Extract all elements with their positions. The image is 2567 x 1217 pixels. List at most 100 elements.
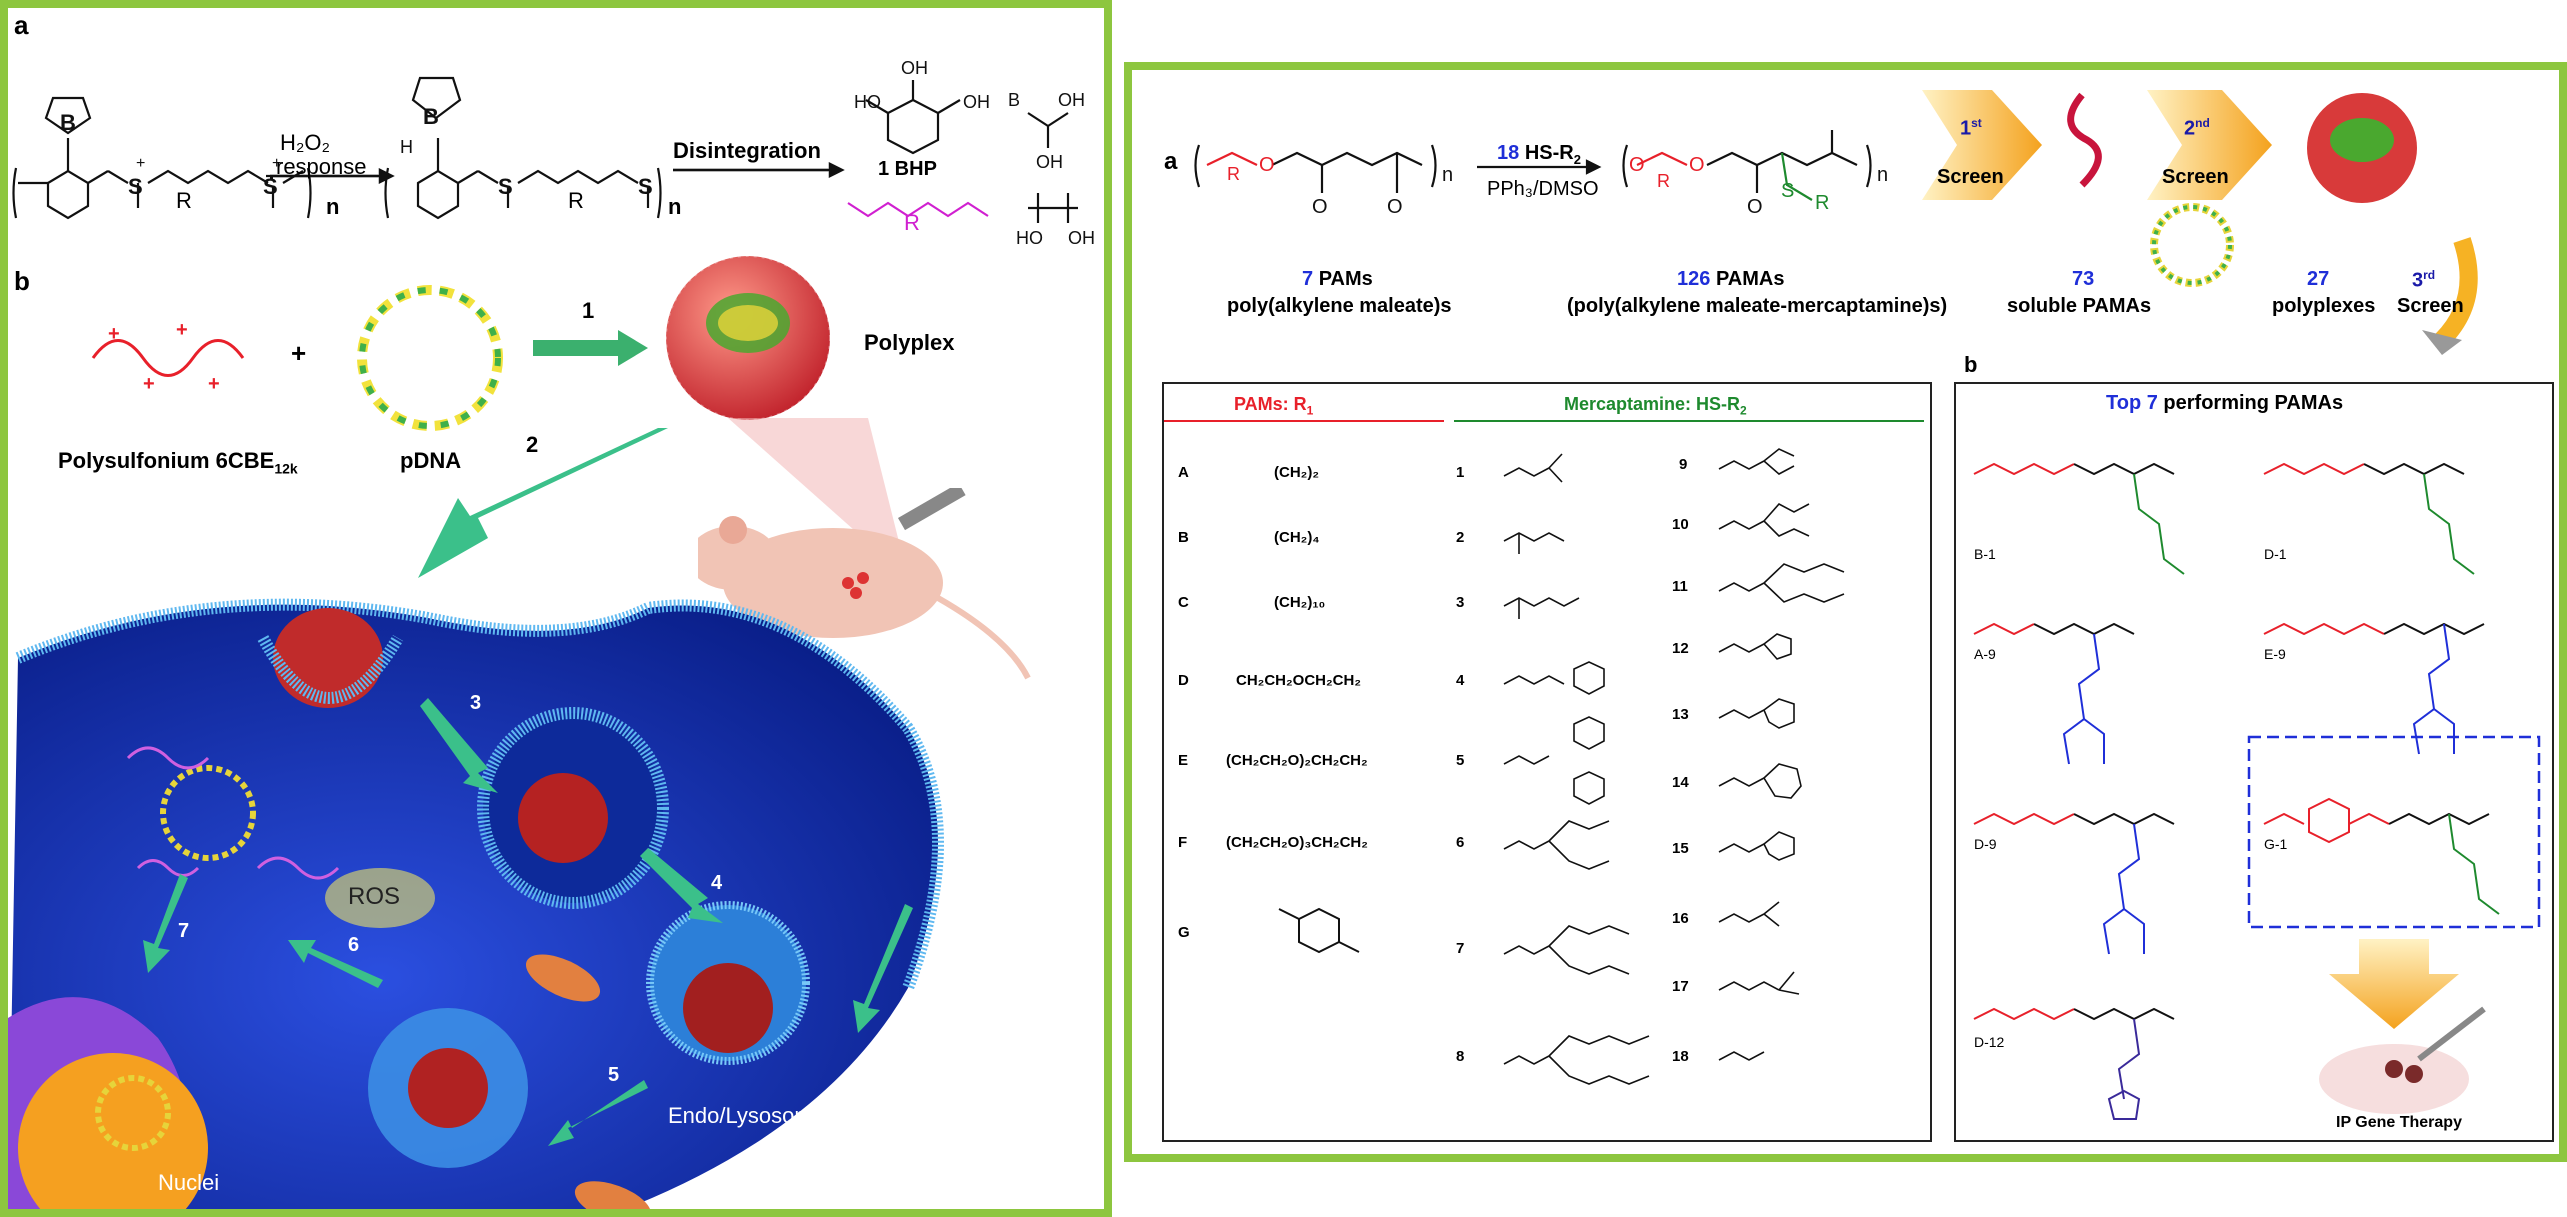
mercaptamine-num: 4 bbox=[1456, 672, 1465, 689]
screen-1-label: Screen bbox=[1937, 166, 2004, 188]
svg-text:R: R bbox=[1227, 164, 1240, 184]
r-row-value: (CH₂)₂ bbox=[1274, 464, 1319, 481]
top7-box: Top 7 performing PAMAs bbox=[1954, 382, 2554, 1142]
repeat-n-label: n bbox=[668, 194, 682, 219]
polyplex-nanoparticle-icon bbox=[665, 255, 831, 421]
svg-text:HO: HO bbox=[854, 92, 881, 112]
table-divider-green bbox=[1454, 420, 1924, 422]
mercaptamine-num: 8 bbox=[1456, 1048, 1465, 1065]
mercaptamine-num: 6 bbox=[1456, 834, 1465, 851]
svg-text:+: + bbox=[176, 319, 188, 341]
mercaptamine-num: 5 bbox=[1456, 752, 1465, 769]
mercaptamine-num: 12 bbox=[1672, 640, 1689, 657]
top7-label: A-9 bbox=[1974, 646, 1996, 662]
mercaptamine-num: 15 bbox=[1672, 840, 1689, 857]
top7-label: D-9 bbox=[1974, 836, 1997, 852]
svg-text:HO: HO bbox=[1016, 228, 1043, 248]
polyplex-27-desc: polyplexes bbox=[2272, 295, 2376, 317]
cell-illustration bbox=[8, 598, 944, 1209]
svg-text:S: S bbox=[1781, 180, 1794, 202]
panel-label-a: a bbox=[1164, 148, 1178, 175]
mercaptamine-structures-left bbox=[1503, 453, 1650, 1085]
svg-text:+: + bbox=[136, 155, 145, 172]
endo-lysosome-label: Endo/Lysosome bbox=[668, 1103, 825, 1128]
svg-text:S: S bbox=[638, 174, 653, 199]
r-row-id: E bbox=[1178, 752, 1189, 769]
r-row-id: A bbox=[1178, 464, 1189, 481]
step-3-label: 3 bbox=[470, 692, 482, 714]
step-7-label: 7 bbox=[178, 920, 190, 942]
panel-label-a: a bbox=[14, 10, 29, 40]
svg-text:+: + bbox=[108, 323, 120, 345]
reagent-label: 18 HS-R2 bbox=[1497, 142, 1581, 167]
svg-text:n: n bbox=[1877, 164, 1888, 186]
mercaptamine-num: 7 bbox=[1456, 940, 1465, 957]
screen-3-label: Screen bbox=[2397, 295, 2464, 317]
nuclei-label: Nuclei bbox=[158, 1170, 220, 1195]
svg-text:H: H bbox=[400, 137, 413, 157]
step-6-label: 6 bbox=[348, 934, 360, 956]
r-group-label: R bbox=[568, 188, 584, 213]
pamas-126-label: 126 PAMAs bbox=[1677, 268, 1785, 290]
r-group-label: R bbox=[904, 210, 920, 235]
h2o2-reaction-scheme: B S + S + B H S S HO OH OH B OH OH HO OH bbox=[12, 58, 1095, 248]
mercaptamine-structures-right bbox=[1718, 448, 1845, 1061]
repeat-n-label: n bbox=[326, 194, 340, 219]
svg-text:OH: OH bbox=[1068, 228, 1095, 248]
svg-text:S: S bbox=[128, 174, 143, 199]
svg-text:O: O bbox=[1689, 154, 1705, 176]
svg-text:R: R bbox=[1815, 192, 1829, 214]
screening-arrows bbox=[1922, 90, 2478, 355]
mercaptamine-num: 1 bbox=[1456, 464, 1465, 481]
r-row-id: F bbox=[1178, 834, 1188, 851]
svg-text:O: O bbox=[1629, 154, 1645, 176]
xylylene-structure bbox=[1278, 907, 1360, 954]
top7-label: D-1 bbox=[2264, 546, 2287, 562]
r-row-value: (CH₂CH₂O)₂CH₂CH₂ bbox=[1226, 752, 1368, 769]
svg-text:O: O bbox=[1747, 196, 1763, 218]
svg-text:R: R bbox=[1657, 171, 1670, 191]
svg-text:S: S bbox=[498, 174, 513, 199]
screen-3-num: 3rd bbox=[2412, 268, 2436, 292]
r-row-id: C bbox=[1178, 594, 1189, 611]
right-figure-panel: a O R O O n O O R O bbox=[1124, 62, 2567, 1162]
screen-1-num: 1st bbox=[1960, 116, 1982, 140]
pams-desc: poly(alkylene maleate)s bbox=[1227, 295, 1452, 317]
mercaptamine-num: 3 bbox=[1456, 594, 1465, 611]
pamas-126-desc: (poly(alkylene maleate-mercaptamine)s) bbox=[1567, 295, 1948, 317]
svg-text:OH: OH bbox=[963, 92, 990, 112]
arrow-step-2 bbox=[418, 428, 668, 578]
mercaptamine-num: 13 bbox=[1672, 706, 1689, 723]
table-head-mercaptamine: Mercaptamine: HS-R2 bbox=[1564, 394, 1747, 418]
svg-text:OH: OH bbox=[1036, 152, 1063, 172]
r-row-value: (CH₂)₄ bbox=[1274, 529, 1320, 546]
pamas-73-desc: soluble PAMAs bbox=[2007, 295, 2152, 317]
synthesis-scheme: O R O O n O O R O O n S R bbox=[1194, 125, 1888, 218]
svg-text:+: + bbox=[272, 155, 281, 172]
svg-text:OH: OH bbox=[1058, 90, 1085, 110]
left-figure-panel: a bbox=[0, 0, 1112, 1217]
svg-text:O: O bbox=[1825, 125, 1841, 130]
mercaptamine-num: 16 bbox=[1672, 910, 1689, 927]
step-1-label: 1 bbox=[582, 298, 595, 323]
pdna-label: pDNA bbox=[400, 448, 462, 473]
pams-count-label: 7 PAMs bbox=[1302, 268, 1373, 290]
table-divider-red bbox=[1164, 420, 1444, 422]
conditions-label: PPh₃/DMSO bbox=[1487, 178, 1599, 200]
svg-text:B: B bbox=[60, 110, 76, 135]
svg-text:O: O bbox=[1312, 196, 1328, 218]
mercaptamine-num: 9 bbox=[1679, 456, 1688, 473]
mercaptamine-num: 17 bbox=[1672, 978, 1689, 995]
svg-text:+: + bbox=[208, 373, 220, 395]
response-label: response bbox=[276, 154, 367, 179]
polyplex-label: Polyplex bbox=[864, 330, 955, 355]
screen-2-num: 2nd bbox=[2184, 116, 2210, 140]
r-row-value: CH₂CH₂OCH₂CH₂ bbox=[1236, 672, 1361, 689]
step-2-label: 2 bbox=[526, 432, 539, 457]
top7-label: B-1 bbox=[1974, 546, 1996, 562]
r-row-value: (CH₂CH₂O)₃CH₂CH₂ bbox=[1226, 834, 1368, 851]
panel-label-b: b bbox=[14, 266, 30, 296]
h2o2-label: H₂O₂ bbox=[280, 130, 331, 155]
top7-header: Top 7 performing PAMAs bbox=[2106, 392, 2344, 414]
polyplex-27-num: 27 bbox=[2307, 268, 2330, 290]
